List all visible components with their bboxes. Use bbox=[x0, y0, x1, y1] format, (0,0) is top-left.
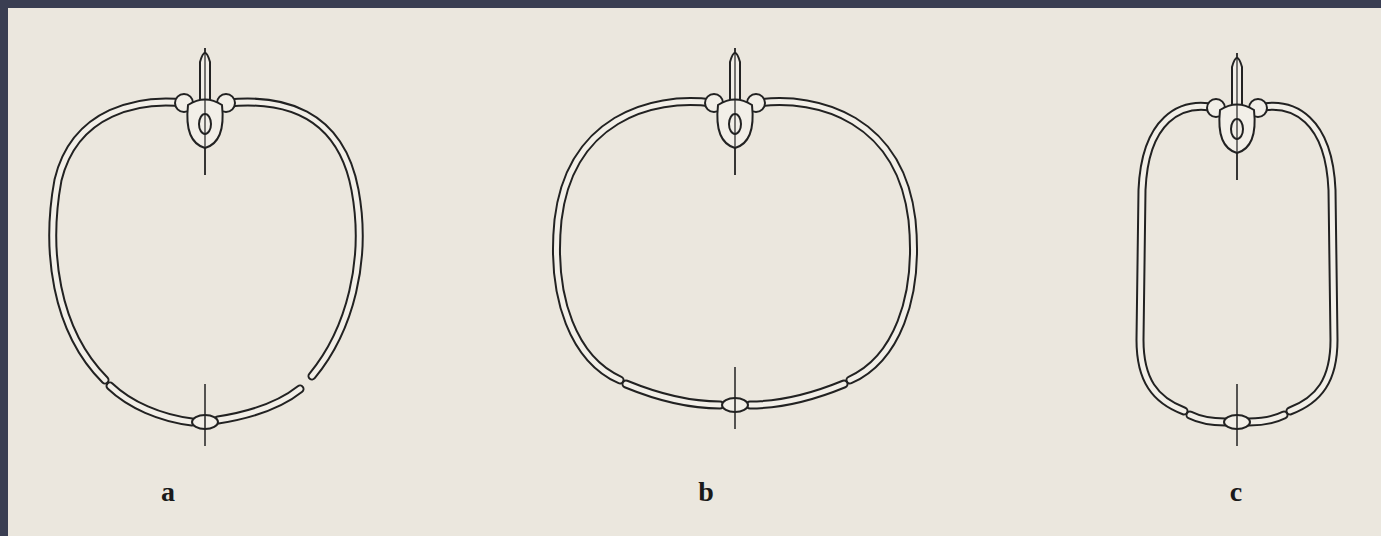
paper-ground bbox=[8, 8, 1381, 536]
sternums bbox=[192, 367, 1250, 446]
figure-letter: a bbox=[161, 478, 175, 506]
figure-letter: c bbox=[1230, 478, 1242, 506]
figure-letter: b bbox=[698, 478, 714, 506]
vertebrae bbox=[175, 48, 1267, 180]
rib-outlines bbox=[53, 102, 1334, 422]
